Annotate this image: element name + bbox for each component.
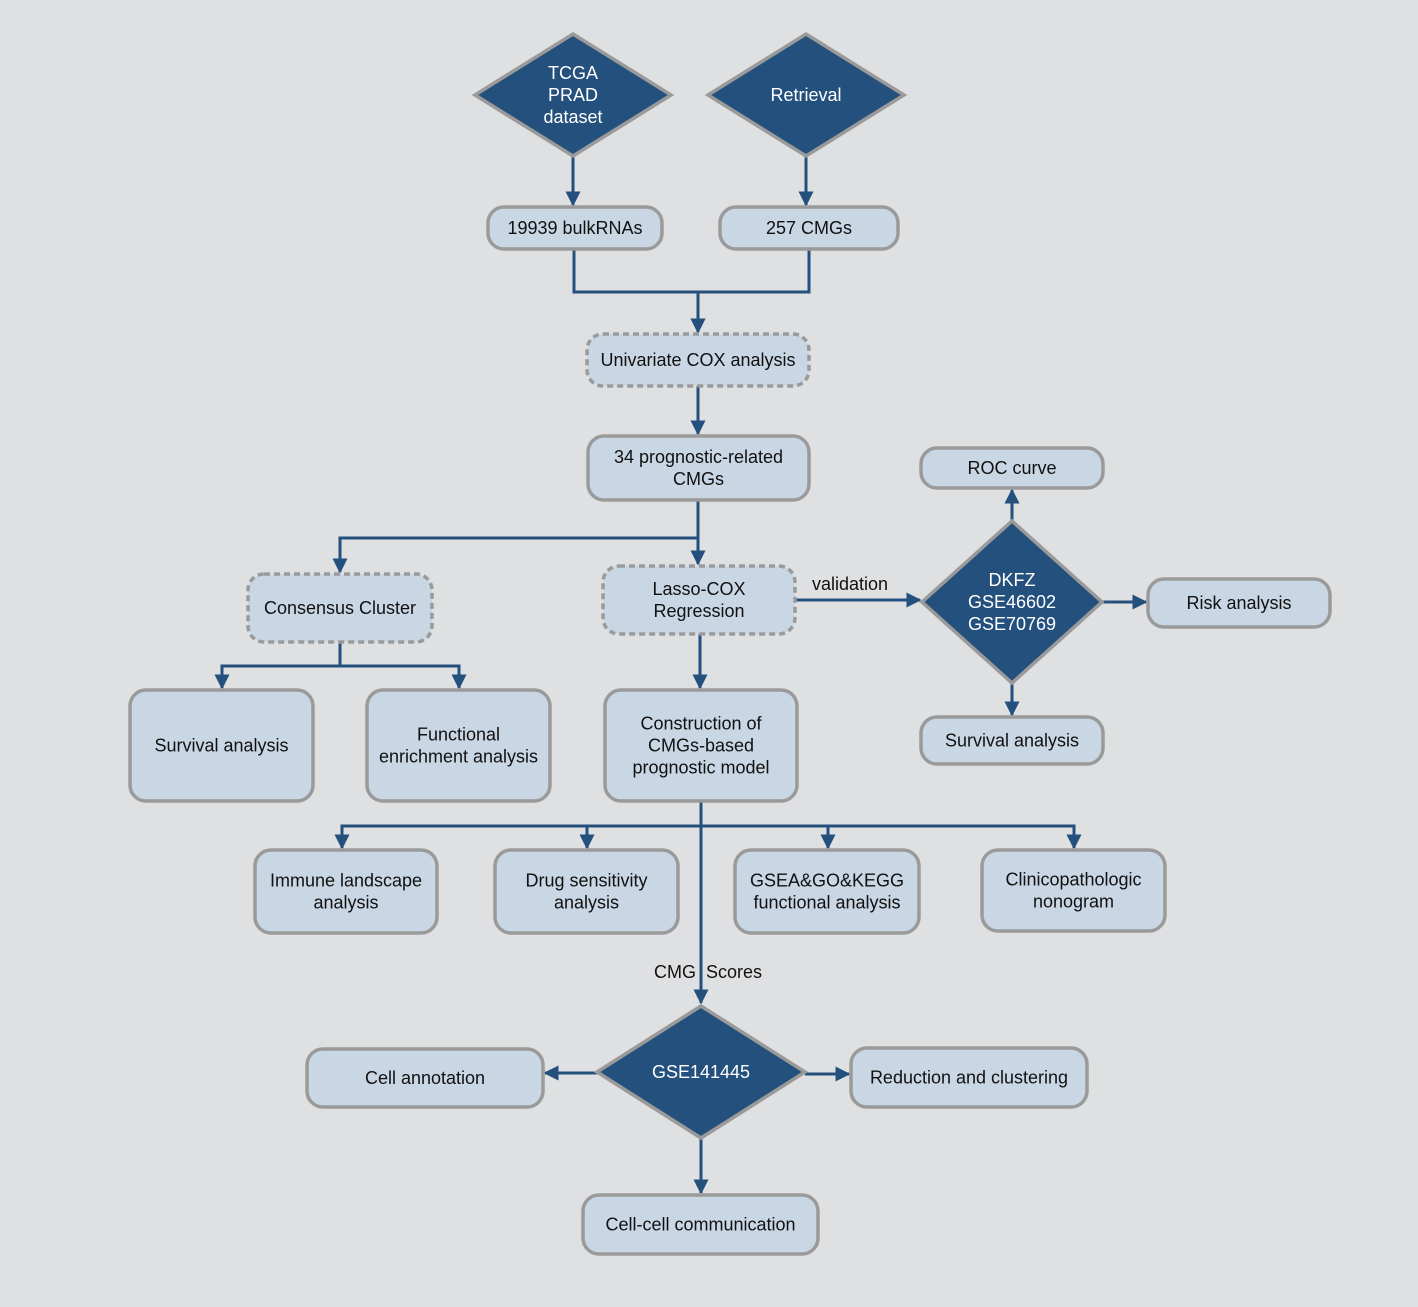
node-construction-label-line: CMGs-based (648, 736, 754, 756)
node-prognostic-label-line: 34 prognostic-related (614, 447, 783, 467)
node-cellcell: Cell-cell communication (581, 1193, 820, 1256)
node-reduction-label-line: Reduction and clustering (870, 1068, 1068, 1088)
node-roc: ROC curve (919, 446, 1105, 490)
node-dkfz-label-line: GSE46602 (968, 592, 1056, 612)
node-lasso-shape (601, 564, 797, 636)
node-tcga-label-line: PRAD (548, 85, 598, 105)
node-cmgs: 257 CMGs (718, 205, 900, 251)
edge-construction-to-clinico (701, 824, 1082, 850)
node-gsea-label-line: functional analysis (753, 893, 900, 913)
node-drug-label-line: analysis (554, 893, 619, 913)
node-functional-label-line: Functional (417, 725, 500, 745)
node-cellann-label-line: Cell annotation (365, 1068, 485, 1088)
node-cellann-shape (305, 1047, 545, 1109)
node-bulk-label-line: 19939 bulkRNAs (507, 218, 642, 238)
node-roc-label-line: ROC curve (967, 458, 1056, 478)
node-dkfz-shape (919, 518, 1105, 686)
node-lasso-label-line: Regression (653, 601, 744, 621)
node-cellcell-label-line: Cell-cell communication (605, 1215, 795, 1235)
node-risk: Risk analysis (1146, 577, 1332, 629)
node-drug-label-line: Drug sensitivity (525, 871, 647, 891)
node-prognostic-label-line: CMGs (673, 469, 724, 489)
node-construction-label-line: Construction of (640, 714, 762, 734)
node-gse141445-shape (593, 1003, 809, 1141)
edge-construction-to-gsea (701, 824, 836, 850)
node-consensus-label-line: Consensus Cluster (264, 598, 416, 618)
node-risk-shape (1146, 577, 1332, 629)
node-bulk-shape (486, 205, 664, 251)
node-construction-label-line: prognostic model (632, 758, 769, 778)
node-survival1: Survival analysis (128, 688, 315, 803)
node-consensus-shape (246, 572, 434, 644)
node-gse141445-label-line: GSE141445 (652, 1062, 750, 1082)
node-functional-shape (365, 688, 552, 803)
node-univariate-shape (585, 332, 811, 388)
edge-consensus-to-survival1 (214, 642, 342, 690)
node-univariate: Univariate COX analysis (585, 332, 811, 388)
node-survival2-shape (919, 715, 1105, 766)
edges-layer (214, 156, 1148, 1195)
node-retrieval: Retrieval (704, 31, 908, 159)
node-cmgs-label-line: 257 CMGs (766, 218, 852, 238)
edge-cmgs-to-univariate (690, 249, 811, 334)
node-reduction: Reduction and clustering (849, 1046, 1089, 1109)
node-clinico-label-line: Clinicopathologic (1005, 870, 1141, 890)
node-clinico-shape (980, 848, 1167, 933)
node-clinico-label-line: nonogram (1033, 892, 1114, 912)
edge-label-lasso-to-dkfz: validation (812, 574, 888, 594)
node-survival2: Survival analysis (919, 715, 1105, 766)
node-survival1-shape (128, 688, 315, 803)
node-gsea-shape (733, 848, 921, 935)
node-survival2-label-line: Survival analysis (945, 731, 1079, 751)
node-cmgs-shape (718, 205, 900, 251)
node-gsea-label-line: GSEA&GO&KEGG (750, 871, 904, 891)
node-functional-label-line: enrichment analysis (379, 747, 538, 767)
node-tcga-shape (471, 31, 675, 159)
node-tcga-label-line: TCGA (548, 63, 598, 83)
node-immune-label-line: Immune landscape (270, 871, 422, 891)
edge-label-construction-to-gse141445: CMG Scores (654, 962, 762, 982)
node-univariate-label-line: Univariate COX analysis (600, 350, 795, 370)
node-construction-shape (603, 688, 799, 803)
edge-construction-to-drug (579, 824, 701, 850)
node-consensus: Consensus Cluster (246, 572, 434, 644)
node-survival1-label-line: Survival analysis (154, 736, 288, 756)
edge-consensus-to-functional (338, 642, 467, 690)
node-lasso-label-line: Lasso-COX (652, 579, 745, 599)
edge-prognostic-to-consensus (332, 500, 700, 574)
node-dkfz-label-line: DKFZ (989, 570, 1036, 590)
node-retrieval-label-line: Retrieval (770, 85, 841, 105)
node-immune-shape (253, 848, 439, 935)
node-immune-label-line: analysis (313, 893, 378, 913)
node-cellann: Cell annotation (305, 1047, 545, 1109)
node-gse141445: GSE141445 (593, 1003, 809, 1141)
node-cellcell-shape (581, 1193, 820, 1256)
edge-bulk-to-univariate (572, 249, 706, 334)
node-bulk: 19939 bulkRNAs (486, 205, 664, 251)
node-prognostic-shape (586, 434, 811, 502)
node-risk-label-line: Risk analysis (1186, 593, 1291, 613)
node-tcga-label-line: dataset (543, 107, 602, 127)
node-drug-shape (493, 848, 680, 935)
node-dkfz-label-line: GSE70769 (968, 614, 1056, 634)
node-reduction-shape (849, 1046, 1089, 1109)
node-roc-shape (919, 446, 1105, 490)
node-retrieval-shape (704, 31, 908, 159)
